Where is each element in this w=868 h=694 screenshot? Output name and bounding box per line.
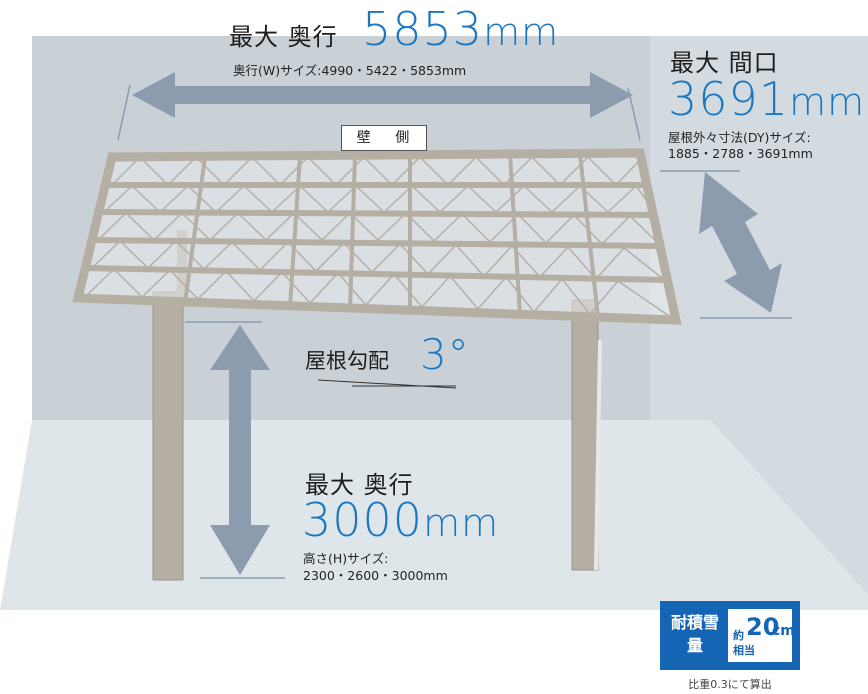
slope-line-1 — [317, 379, 457, 389]
depth-dim-left — [117, 84, 131, 141]
roof-frame — [72, 148, 682, 325]
snow-badge-prefix: 約 — [733, 629, 744, 642]
snow-badge-value-box: 約 20 cm 相当 — [728, 609, 795, 662]
height-unit: mm — [423, 501, 500, 545]
side-wall — [650, 36, 868, 595]
floor — [0, 420, 868, 610]
snow-badge-title: 耐積雪 量 — [666, 611, 724, 657]
width-number: 3691 — [668, 72, 790, 126]
depth-label: 最大 奥行 — [229, 23, 338, 51]
snow-badge-title-line1: 耐積雪 — [670, 613, 719, 632]
height-sizes-title: 高さ(H)サイズ: — [303, 551, 389, 566]
width-sizes-title: 屋根外々寸法(DY)サイズ: — [668, 130, 811, 145]
depth-arrow — [132, 72, 633, 118]
snow-badge-suffix: 相当 — [733, 644, 755, 657]
snow-badge-unit: cm — [772, 623, 795, 639]
left-post — [152, 291, 184, 581]
depth-dim-right — [627, 87, 641, 141]
height-label: 最大 奥行 — [305, 471, 414, 499]
height-arrow — [210, 325, 270, 575]
height-sizes: 2300・2600・3000mm — [303, 568, 448, 583]
downspout — [594, 339, 602, 571]
width-arrow — [699, 172, 782, 313]
depth-unit: mm — [483, 10, 560, 54]
snow-badge-title-line2: 量 — [686, 636, 703, 655]
snow-note: 比重0.3にて算出 — [688, 678, 772, 691]
slope-value: 3° — [420, 330, 470, 379]
slope-label: 屋根勾配 — [305, 349, 389, 373]
height-value: 3000mm — [302, 493, 499, 547]
width-value: 3691mm — [668, 72, 865, 126]
snow-load-badge: 耐積雪 量 約 20 cm 相当 — [660, 601, 800, 670]
depth-sizes: 奥行(W)サイズ:4990・5422・5853mm — [233, 63, 467, 78]
depth-value: 5853mm — [362, 2, 559, 56]
right-post — [571, 299, 599, 571]
depth-number: 5853 — [362, 2, 484, 56]
width-sizes: 1885・2788・3691mm — [668, 146, 813, 161]
width-label: 最大 間口 — [670, 49, 779, 77]
height-number: 3000 — [302, 493, 424, 547]
snow-badge-value: 20 — [746, 613, 780, 641]
width-unit: mm — [789, 80, 866, 124]
wall-side-label: 壁 側 — [341, 125, 427, 151]
